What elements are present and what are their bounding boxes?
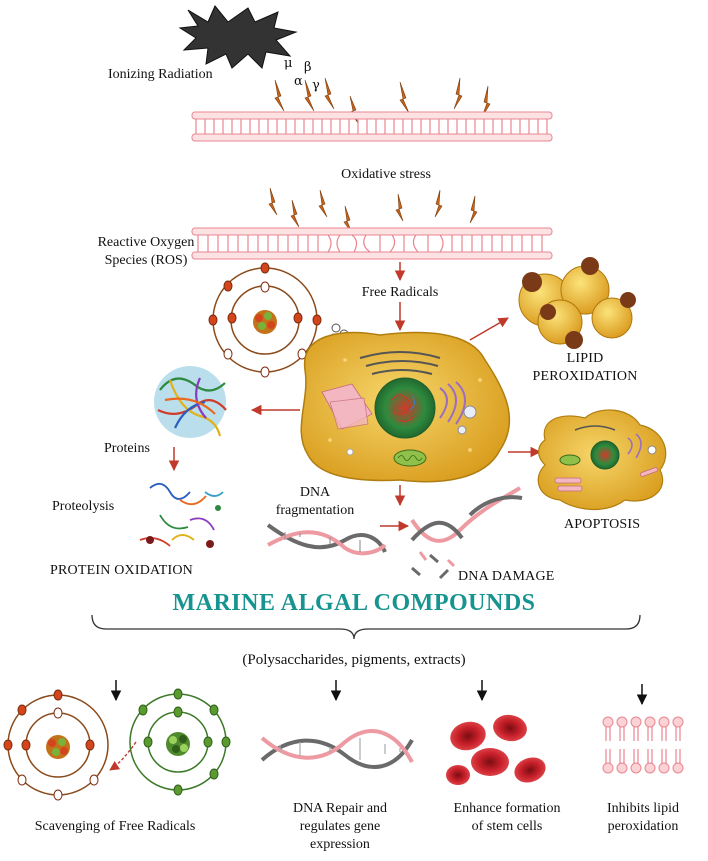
symbol-alpha: α (294, 74, 303, 89)
label-proteolysis: Proteolysis (52, 499, 115, 514)
symbol-gamma: γ (312, 78, 320, 93)
cell-membrane-damaged (191, 227, 553, 260)
effect-dna-repair-line3: expression (310, 837, 370, 852)
label-dna-damage: DNA DAMAGE (458, 569, 555, 584)
proteolysis-fragments-icon (139, 482, 224, 548)
stem-cells-icon (446, 714, 546, 785)
dna-helix-icon (266, 523, 387, 556)
effect-scavenging: Scavenging of Free Radicals (34, 819, 196, 834)
damaged-cell-icon (300, 331, 511, 483)
label-ros-line1: Reactive Oxygen (97, 235, 195, 250)
label-free-radicals: Free Radicals (361, 285, 439, 300)
label-dna-fragmentation-line2: fragmentation (275, 503, 355, 518)
arrow-cell-to-lipid (469, 317, 509, 341)
brace (91, 614, 641, 640)
apoptotic-cell-icon (537, 409, 667, 511)
label-ionizing-radiation: Ionizing Radiation (108, 67, 213, 82)
label-lipid-line2: PEROXIDATION (532, 369, 638, 384)
antioxidant-atom-icon (129, 688, 231, 796)
radiation-source-icon (178, 5, 298, 69)
free-radical-atom-icon (3, 689, 109, 801)
symbol-beta: β (304, 60, 312, 75)
radiation-bolts-upper (274, 77, 491, 124)
label-protein-oxidation: PROTEIN OXIDATION (50, 563, 193, 578)
ros-atom-icon (208, 262, 322, 378)
arrow-electron-donation (109, 741, 137, 771)
label-lipid-line1: LIPID (566, 351, 604, 366)
cell-membrane-upper (191, 111, 553, 142)
label-ros-line2: Species (ROS) (104, 253, 188, 268)
dna-repair-helix-icon (260, 729, 414, 769)
label-apoptosis: APOPTOSIS (564, 517, 641, 532)
fragmented-dna-icon (410, 486, 523, 580)
healthy-membrane-icon (602, 716, 684, 774)
radiation-bolts-lower (268, 187, 478, 234)
symbol-mu: μ (284, 56, 293, 71)
label-proteins: Proteins (104, 441, 150, 456)
effect-stem-cells-line2: of stem cells (471, 819, 543, 834)
lipid-droplets-icon (518, 257, 636, 349)
label-dna-fragmentation-line1: DNA (299, 485, 331, 500)
label-oxidative-stress: Oxidative stress (341, 167, 431, 182)
effect-dna-repair-line1: DNA Repair and (292, 801, 388, 816)
effect-stem-cells-line1: Enhance formation (453, 801, 561, 816)
effect-lipid-inhibit-line1: Inhibits lipid (607, 801, 679, 816)
subtitle-compound-types: (Polysaccharides, pigments, extracts) (242, 652, 466, 668)
protein-structure-icon (154, 366, 227, 438)
effect-dna-repair-line2: regulates gene (299, 819, 381, 834)
effect-lipid-inhibit-line2: peroxidation (607, 819, 679, 834)
title-marine-algal-compounds: MARINE ALGAL COMPOUNDS (172, 590, 536, 616)
